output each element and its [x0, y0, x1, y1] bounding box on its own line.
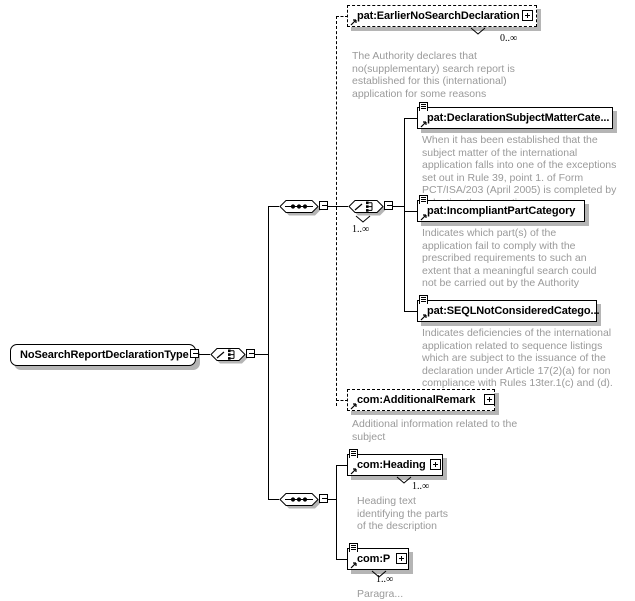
text-content-icon: [419, 195, 428, 204]
text-content-icon: [349, 543, 358, 552]
line-to-earlier-no-search-declaration: [336, 16, 348, 17]
line-sequence-2-out: [328, 499, 336, 500]
earlier-no-search-declaration-occurrence-caret: [470, 27, 486, 35]
additional-remark-label: com:AdditionalRemark: [357, 394, 476, 406]
element-ref-arrow-icon: [420, 213, 427, 221]
node-seql-not-considered-category[interactable]: pat:SEQLNotConsideredCatego...: [417, 295, 600, 322]
line-to-incompliant-part-category: [404, 211, 418, 212]
paragraph-label: com:P: [357, 553, 391, 565]
node-heading[interactable]: com:Heading: [347, 449, 443, 476]
node-paragraph[interactable]: com:P: [347, 543, 409, 570]
line-to-sequence-1: [268, 206, 279, 207]
paragraph-occurrence-caret: [371, 570, 387, 578]
paragraph-expander[interactable]: [396, 553, 407, 564]
line-to-inner-choice: [336, 206, 348, 207]
heading-annotation: Heading text identifying the parts of th…: [357, 495, 449, 532]
inner-choice-connector[interactable]: [384, 201, 393, 210]
earlier-no-search-declaration-annotation: The Authority declares that no(supplemen…: [352, 50, 515, 100]
line-to-heading: [336, 465, 348, 466]
inner-choice-occurrence: 1..∞: [352, 224, 370, 235]
line-sequence-2-spine-lower: [336, 499, 337, 559]
seql-not-considered-category-annotation: Indicates deficiencies of the internatio…: [422, 327, 613, 389]
line-choice-out: [255, 354, 268, 355]
declaration-subject-matter-category-label: pat:DeclarationSubjectMatterCate...: [427, 112, 610, 124]
paragraph-annotation: Paragra...: [357, 588, 404, 600]
line-to-additional-remark: [336, 400, 348, 401]
root-type-label: NoSearchReportDeclarationType: [20, 349, 189, 361]
line-inner-choice-out: [393, 206, 405, 207]
heading-occurrence-caret: [396, 476, 412, 484]
incompliant-part-category-annotation: Indicates which part(s) of the applicati…: [422, 227, 597, 289]
earlier-no-search-declaration-occurrence: 0..∞: [500, 33, 518, 44]
inner-choice-compositor[interactable]: [347, 193, 387, 219]
text-content-icon: [349, 449, 358, 458]
root-choice-compositor[interactable]: [209, 341, 249, 367]
incompliant-part-category-label: pat:IncompliantPartCategory: [427, 205, 576, 217]
inner-choice-occurrence-caret: [355, 215, 371, 223]
element-ref-arrow-icon: [420, 120, 427, 128]
line-branch-spine-lower: [268, 354, 269, 499]
earlier-no-search-declaration-label: pat:EarlierNoSearchDeclaration: [357, 10, 520, 22]
node-incompliant-part-category[interactable]: pat:IncompliantPartCategory: [417, 195, 585, 222]
element-ref-arrow-icon: [420, 313, 427, 321]
element-ref-arrow-icon: [350, 561, 357, 569]
line-root-to-choice: [199, 354, 210, 355]
node-additional-remark[interactable]: com:AdditionalRemark: [347, 389, 495, 411]
text-content-icon: [419, 102, 428, 111]
line-sequence-2-spine-upper: [336, 465, 337, 499]
earlier-no-search-declaration-expander[interactable]: [522, 10, 533, 21]
sequence-1-connector[interactable]: [319, 201, 328, 210]
line-to-sequence-2: [268, 499, 279, 500]
element-ref-arrow-icon: [350, 467, 357, 475]
line-branch-spine-upper: [268, 206, 269, 355]
line-to-seql-not-considered-category: [404, 311, 418, 312]
heading-occurrence: 1..∞: [412, 481, 430, 492]
line-inner-spine-upper: [404, 118, 405, 206]
paragraph-occurrence: 1..∞: [376, 574, 394, 585]
sequence-2-connector[interactable]: [319, 494, 328, 503]
seql-not-considered-category-label: pat:SEQLNotConsideredCatego...: [427, 305, 600, 317]
declaration-subject-matter-category-annotation: When it has been established that the su…: [422, 134, 617, 209]
line-optional-spine: [336, 16, 337, 406]
additional-remark-annotation: Additional information related to the su…: [352, 418, 518, 443]
root-choice-connector[interactable]: [246, 349, 255, 358]
sequence-2-compositor[interactable]: [278, 486, 321, 512]
node-declaration-subject-matter-category[interactable]: pat:DeclarationSubjectMatterCate...: [417, 102, 613, 129]
heading-expander[interactable]: [430, 459, 441, 470]
line-to-declaration-subject-matter-category: [404, 118, 418, 119]
root-type-node[interactable]: NoSearchReportDeclarationType: [10, 344, 196, 366]
additional-remark-expander[interactable]: [484, 394, 495, 405]
node-earlier-no-search-declaration[interactable]: pat:EarlierNoSearchDeclaration: [347, 5, 537, 27]
text-content-icon: [419, 295, 428, 304]
element-ref-arrow-icon: [350, 18, 357, 26]
sequence-1-compositor[interactable]: [278, 193, 321, 219]
element-ref-arrow-icon: [350, 402, 357, 410]
heading-label: com:Heading: [357, 459, 426, 471]
root-type-connector[interactable]: [190, 349, 199, 358]
line-to-paragraph: [336, 559, 348, 560]
line-inner-spine-lower: [404, 206, 405, 312]
